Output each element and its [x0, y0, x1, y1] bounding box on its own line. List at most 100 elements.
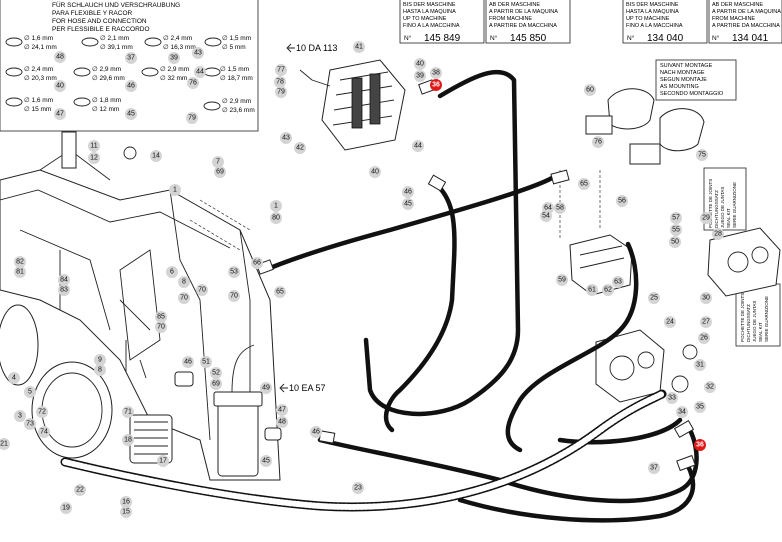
callout: 40 [54, 80, 66, 92]
svg-text:27: 27 [702, 319, 710, 326]
callout-36: 36 [694, 439, 706, 451]
svg-text:60: 60 [586, 87, 594, 94]
legend-row: ∅ 2,9 mm ∅ 23,6 mm [203, 98, 255, 114]
svg-text:N°: N° [404, 34, 412, 42]
svg-text:69: 69 [216, 169, 224, 176]
svg-text:AB DER MASCHINE: AB DER MASCHINE [489, 2, 540, 8]
svg-text:71: 71 [124, 409, 132, 416]
svg-text:46: 46 [127, 83, 135, 90]
svg-text:∅ 1,8 mm: ∅ 1,8 mm [92, 97, 121, 104]
svg-text:38: 38 [432, 70, 440, 77]
callout-49: 49 [260, 382, 272, 394]
svg-text:61: 61 [588, 287, 596, 294]
svg-text:∅ 39,1 mm: ∅ 39,1 mm [100, 44, 133, 51]
gear-pump-lower [595, 329, 665, 403]
svg-text:7: 7 [216, 159, 220, 166]
svg-text:58: 58 [556, 205, 564, 212]
svg-text:A PARTIR DE LA MAQUINA: A PARTIR DE LA MAQUINA [712, 9, 781, 15]
svg-text:47: 47 [56, 111, 64, 118]
callout-41: 41 [353, 41, 365, 53]
svg-text:SERIE GUARNIZIONE: SERIE GUARNIZIONE [764, 296, 769, 342]
hydraulic-hoses [60, 69, 699, 523]
svg-text:40: 40 [416, 61, 424, 68]
return-filter [213, 344, 263, 477]
callout-47: 47 [276, 404, 288, 416]
callout: 43 [192, 47, 204, 59]
svg-text:81: 81 [16, 269, 24, 276]
callout-35: 35 [694, 401, 706, 413]
svg-text:21: 21 [0, 441, 8, 448]
svg-text:65: 65 [580, 181, 588, 188]
svg-text:∅ 1,6 mm: ∅ 1,6 mm [24, 35, 53, 42]
svg-text:33: 33 [668, 395, 676, 402]
svg-text:9: 9 [98, 357, 102, 364]
hose-connection-legend: FÜR SCHLAUCH UND VERSCHRAUBUNG PARA FLEX… [0, 0, 259, 132]
callout-46: 46 [182, 356, 194, 368]
svg-text:∅ 1,6 mm: ∅ 1,6 mm [24, 97, 53, 104]
legend-title-3: FOR HOSE AND CONNECTION [52, 18, 147, 25]
svg-text:N°: N° [712, 34, 720, 42]
callout-22: 22 [74, 484, 86, 496]
callout-34: 34 [676, 406, 688, 418]
callout-57: 57 [670, 212, 682, 224]
svg-text:∅ 32 mm: ∅ 32 mm [160, 75, 187, 82]
svg-text:15: 15 [122, 509, 130, 516]
callout-14: 14 [150, 150, 162, 162]
svg-text:∅ 2,4 mm: ∅ 2,4 mm [24, 66, 53, 73]
svg-text:DICHTUNGSSATZ: DICHTUNGSSATZ [746, 304, 751, 342]
callout-65: 65 [578, 178, 590, 190]
svg-text:40: 40 [371, 169, 379, 176]
svg-text:12: 12 [90, 155, 98, 162]
svg-text:∅ 20,3 mm: ∅ 20,3 mm [24, 75, 57, 82]
svg-text:32: 32 [706, 384, 714, 391]
svg-text:A PARTIRE DA MACCHINA: A PARTIRE DA MACCHINA [489, 23, 557, 29]
callout-1: 1 [169, 184, 181, 196]
svg-text:18: 18 [124, 437, 132, 444]
svg-text:1: 1 [173, 187, 177, 194]
mounting-note-box: SUIVANT MONTAGE NACH MONTAGE SEGUN MONTA… [655, 59, 737, 101]
seal-kit-box-lower: POCHETTE DE JOINTS DICHTUNGSSATZ JUEGO D… [735, 283, 781, 347]
solenoid-valve-1 [585, 88, 655, 135]
callout-38: 38 [430, 67, 442, 79]
svg-text:46: 46 [312, 429, 320, 436]
callout-70: 70 [155, 321, 167, 333]
svg-text:28: 28 [714, 231, 722, 238]
callout-78: 78 [274, 76, 286, 88]
callout-32: 32 [704, 381, 716, 393]
svg-text:FROM MACHINE: FROM MACHINE [712, 16, 755, 22]
svg-text:56: 56 [618, 198, 626, 205]
callout: 76 [187, 77, 199, 89]
callout-58: 58 [554, 202, 566, 214]
callout-82: 82 [14, 256, 26, 268]
callout: 45 [125, 108, 137, 120]
cover-plate [0, 304, 113, 459]
callout-6: 6 [166, 266, 178, 278]
callout-3: 3 [14, 410, 26, 422]
svg-text:46: 46 [184, 359, 192, 366]
callout-83: 83 [58, 284, 70, 296]
svg-text:∅ 23,6 mm: ∅ 23,6 mm [222, 107, 255, 114]
callout-84: 84 [58, 274, 70, 286]
svg-text:∅ 15 mm: ∅ 15 mm [24, 106, 51, 113]
callout-5: 5 [24, 386, 36, 398]
callout-28: 28 [712, 228, 724, 240]
svg-text:6: 6 [170, 269, 174, 276]
callout-21: 21 [0, 438, 10, 450]
callout-60: 60 [584, 84, 596, 96]
callout-23: 23 [352, 482, 364, 494]
callout-36: 36 [430, 79, 442, 91]
svg-text:AB DER MASCHINE: AB DER MASCHINE [712, 2, 763, 8]
svg-text:∅ 2,9 mm: ∅ 2,9 mm [160, 66, 189, 73]
svg-text:∅ 5 mm: ∅ 5 mm [222, 44, 246, 51]
serial-box-1: BIS DER MASCHINE HASTA LA MAQUINA UP TO … [399, 0, 485, 44]
svg-text:46: 46 [404, 189, 412, 196]
callout-74: 74 [38, 426, 50, 438]
svg-text:8: 8 [98, 367, 102, 374]
callout-30: 30 [700, 292, 712, 304]
callout-69: 69 [210, 378, 222, 390]
svg-text:SERIE GUARNIZIONE: SERIE GUARNIZIONE [732, 182, 737, 228]
svg-text:16: 16 [122, 499, 130, 506]
callout-44: 44 [412, 140, 424, 152]
solenoid-valve-2 [629, 108, 705, 165]
callout-75: 75 [696, 149, 708, 161]
